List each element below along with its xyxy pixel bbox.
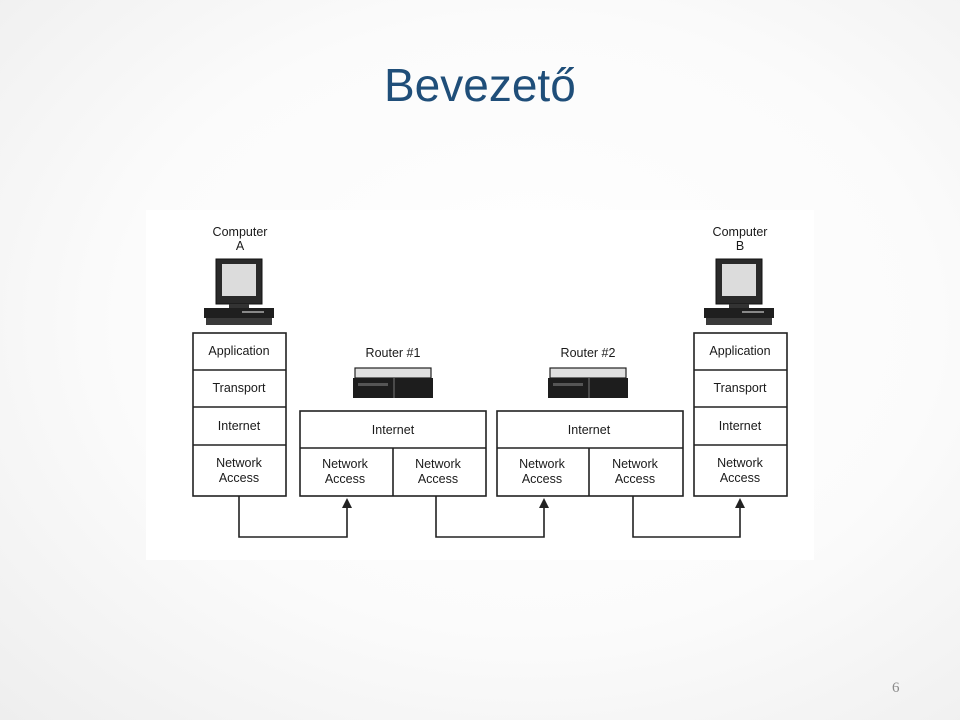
computer-a-internet-layer: Internet: [218, 419, 261, 433]
computer-b-transport-layer: Transport: [713, 381, 767, 395]
router-2-label: Router #2: [561, 346, 616, 360]
router-1-right-access-label: Access: [418, 472, 458, 486]
computer-a-access-label: Access: [219, 471, 259, 485]
router-1-label: Router #1: [366, 346, 421, 360]
link-router-1-to-router-2: [435, 496, 549, 538]
link-router-2-to-b: [632, 496, 745, 538]
router-1-right-network-label: Network: [415, 457, 462, 471]
router-1-icon: [353, 367, 433, 398]
computer-a-transport-layer: Transport: [212, 381, 266, 395]
computer-a-stack: Application Transport Internet Network A…: [192, 332, 287, 497]
link-a-to-router-1: [238, 496, 352, 538]
computer-b-application-layer: Application: [709, 344, 770, 358]
diagram-panel: Computer A Computer B Router #1 Router #…: [146, 210, 814, 560]
computer-b-stack: Application Transport Internet Network A…: [693, 332, 788, 497]
computer-a-icon: [204, 258, 274, 325]
router-2-left-network-label: Network: [519, 457, 566, 471]
router-1-stack: Internet Network Access Network Access: [299, 410, 487, 497]
computer-a-label-line1: Computer: [213, 225, 268, 239]
computer-b-label-line2: B: [736, 239, 744, 253]
router-2-right-network-label: Network: [612, 457, 659, 471]
computer-b-label-line1: Computer: [713, 225, 768, 239]
router-2-stack: Internet Network Access Network Access: [496, 410, 684, 497]
computer-b-access-label: Access: [720, 471, 760, 485]
computer-b-internet-layer: Internet: [719, 419, 762, 433]
tcpip-routing-diagram: Computer A Computer B Router #1 Router #…: [192, 225, 788, 538]
router-1-left-access-label: Access: [325, 472, 365, 486]
computer-a-application-layer: Application: [208, 344, 269, 358]
router-2-left-access-label: Access: [522, 472, 562, 486]
router-2-icon: [548, 367, 628, 398]
computer-b-network-label: Network: [717, 456, 764, 470]
router-1-left-network-label: Network: [322, 457, 369, 471]
computer-b-icon: [704, 258, 774, 325]
router-1-internet-layer: Internet: [372, 423, 415, 437]
computer-a-network-label: Network: [216, 456, 263, 470]
router-2-internet-layer: Internet: [568, 423, 611, 437]
slide-title: Bevezető: [384, 59, 576, 111]
page-number: 6: [892, 680, 900, 696]
computer-a-label-line2: A: [236, 239, 245, 253]
router-2-right-access-label: Access: [615, 472, 655, 486]
